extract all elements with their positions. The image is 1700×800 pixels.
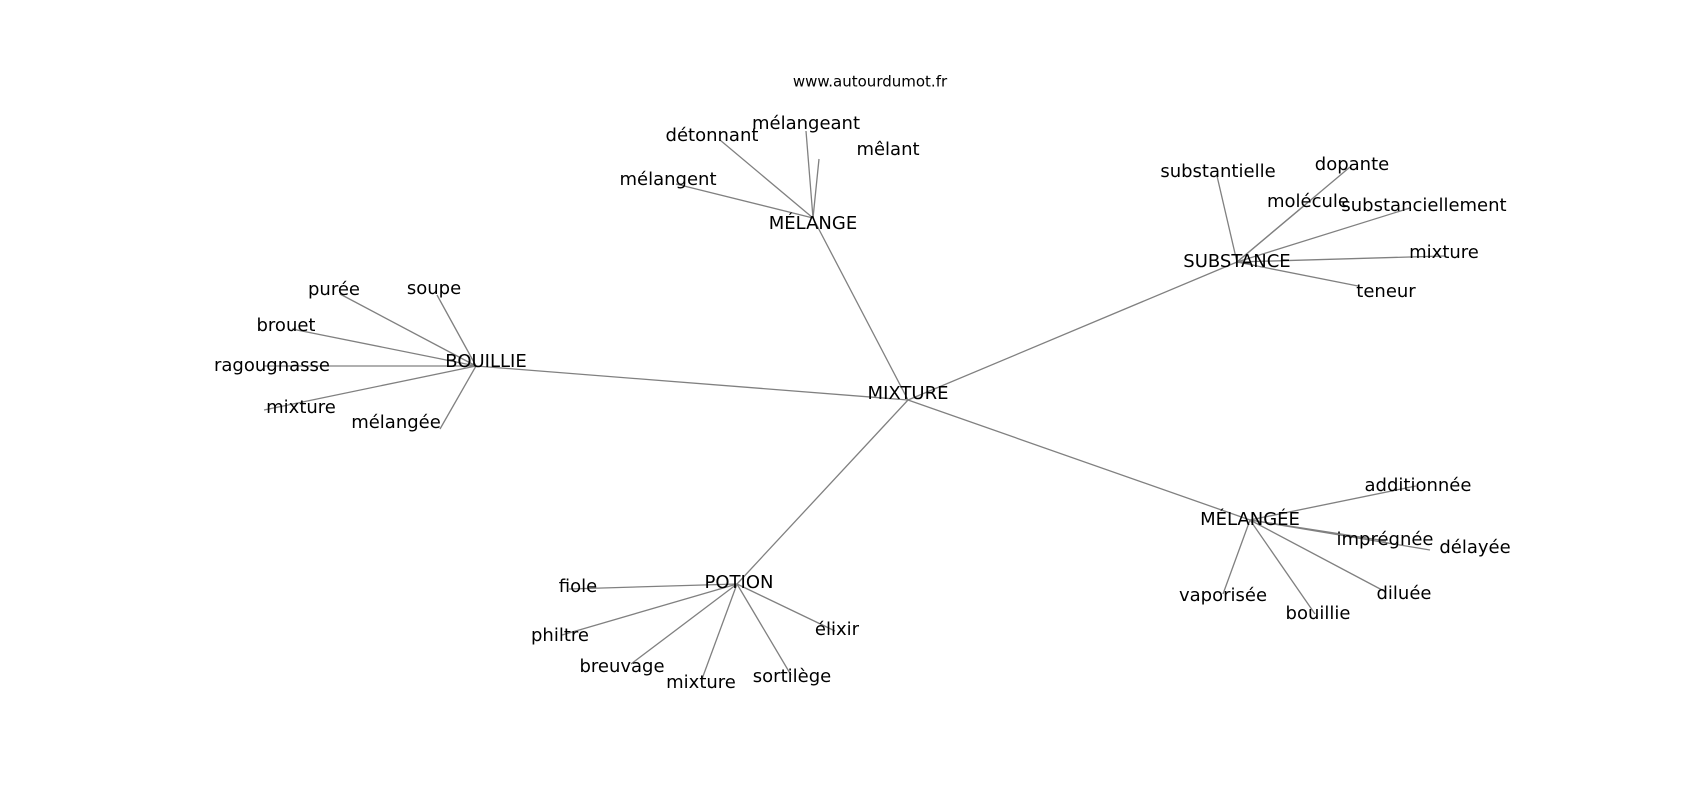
edge: [736, 583, 792, 676]
leaf-label-substance[interactable]: substanciellement: [1341, 195, 1506, 216]
edge: [1249, 519, 1385, 592]
edge: [436, 294, 477, 367]
edge: [907, 261, 1238, 401]
leaf-label-substance[interactable]: substantielle: [1160, 161, 1275, 182]
edge: [907, 399, 1251, 521]
edge: [263, 365, 477, 411]
leaf-label-substance[interactable]: dopante: [1315, 154, 1389, 175]
hub-label-melangee[interactable]: MÉLANGÉE: [1200, 508, 1300, 530]
edge: [1236, 204, 1306, 263]
edge: [675, 183, 814, 219]
edge: [630, 583, 738, 665]
leaf-label-melangee[interactable]: vaporisée: [1179, 585, 1267, 606]
edge: [1249, 519, 1316, 615]
leaf-label-potion[interactable]: philtre: [531, 625, 589, 646]
edge: [339, 293, 477, 367]
hub-label-bouillie[interactable]: BOUILLIE: [445, 351, 526, 372]
leaf-label-bouillie[interactable]: ragougnasse: [214, 355, 330, 376]
edge: [1249, 519, 1431, 551]
leaf-label-melangee[interactable]: additionnée: [1365, 475, 1472, 496]
edge: [1249, 485, 1417, 521]
leaf-label-bouillie[interactable]: mixture: [266, 397, 336, 418]
edge: [701, 583, 738, 680]
edge: [805, 130, 814, 219]
edge: [1236, 207, 1411, 263]
leaf-label-potion[interactable]: fiole: [559, 576, 597, 597]
edge: [736, 583, 836, 632]
edge: [1222, 519, 1251, 595]
hub-label-melange[interactable]: MÉLANGE: [769, 212, 857, 234]
leaf-label-melangee[interactable]: diluée: [1377, 583, 1432, 604]
edge: [719, 139, 814, 219]
leaf-label-melange[interactable]: détonnant: [666, 125, 759, 146]
edge: [439, 365, 477, 430]
edge: [1236, 255, 1445, 263]
edge: [568, 583, 738, 590]
leaf-label-potion[interactable]: mixture: [666, 672, 736, 693]
leaf-label-bouillie[interactable]: purée: [308, 279, 360, 300]
leaf-label-melange[interactable]: mêlant: [856, 139, 919, 160]
leaf-label-substance[interactable]: molécule: [1267, 191, 1349, 212]
edges-layer: [263, 130, 1445, 680]
edge: [561, 583, 738, 636]
edge: [291, 328, 477, 367]
leaf-label-substance[interactable]: mixture: [1409, 242, 1479, 263]
edge: [812, 217, 909, 401]
leaf-label-melange[interactable]: mélangent: [619, 169, 716, 190]
root-label[interactable]: MIXTURE: [868, 383, 949, 404]
leaf-label-bouillie[interactable]: soupe: [407, 278, 461, 299]
hub-label-substance[interactable]: SUBSTANCE: [1183, 251, 1290, 272]
edge: [1236, 261, 1359, 287]
source-credit[interactable]: www.autourdumot.fr: [793, 73, 948, 91]
leaf-label-melangee[interactable]: délayée: [1439, 537, 1510, 558]
edge: [736, 399, 909, 585]
leaf-label-potion[interactable]: élixir: [815, 619, 860, 640]
leaf-label-substance[interactable]: teneur: [1356, 281, 1416, 302]
edge: [1216, 175, 1238, 263]
hub-label-potion[interactable]: POTION: [705, 572, 774, 593]
leaf-label-melange[interactable]: mélangeant: [752, 113, 860, 134]
edge: [812, 158, 820, 219]
edge: [475, 365, 909, 401]
leaf-label-potion[interactable]: breuvage: [579, 656, 664, 677]
leaf-label-bouillie[interactable]: mélangée: [351, 412, 441, 433]
leaf-label-potion[interactable]: sortilège: [753, 666, 831, 687]
leaf-label-bouillie[interactable]: brouet: [257, 315, 316, 336]
leaf-label-melangee[interactable]: imprégnée: [1336, 529, 1433, 550]
leaf-label-melangee[interactable]: bouillie: [1286, 603, 1351, 624]
